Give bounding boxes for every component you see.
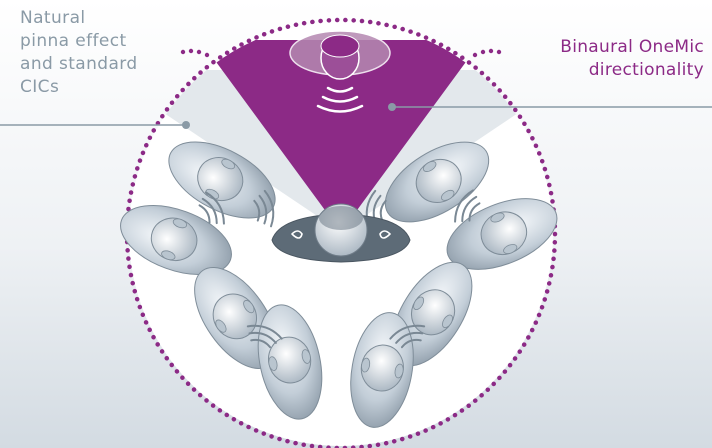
left-leader-dot: [182, 121, 190, 129]
right-leader-dot: [388, 103, 396, 111]
pinna-label-line-2: pinna effect: [20, 30, 180, 53]
onemic-label-line-1: Binaural OneMic: [504, 36, 704, 59]
onemic-label-line-2: directionality: [504, 59, 704, 82]
pinna-label-line-4: CICs: [20, 76, 180, 99]
pinna-label-line-1: Natural: [20, 7, 180, 30]
pinna-label-line-3: and standard: [20, 53, 180, 76]
pinna-effect-label: Natural pinna effect and standard CICs: [20, 7, 180, 99]
onemic-label: Binaural OneMic directionality: [504, 36, 704, 82]
